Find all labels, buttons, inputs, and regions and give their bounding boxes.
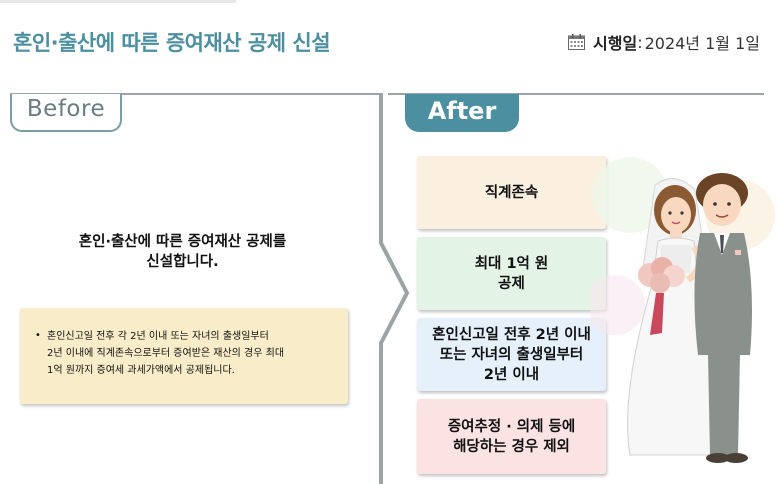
effective-date: 시행일 : 2024년 1월 1일 bbox=[568, 30, 760, 54]
header-divider-left bbox=[10, 93, 380, 95]
before-tab-label: Before bbox=[26, 96, 106, 122]
card-line: 혼인신고일 전후 2년 이내 bbox=[432, 326, 591, 343]
card-line: 해당하는 경우 제외 bbox=[453, 438, 570, 455]
card-line: 공제 bbox=[498, 275, 525, 292]
after-card-amount: 최대 1억 원 공제 bbox=[417, 237, 606, 310]
header-divider-right bbox=[388, 93, 764, 95]
date-value: 2024년 1월 1일 bbox=[644, 34, 760, 53]
arrow-divider bbox=[379, 93, 410, 484]
after-card-period: 혼인신고일 전후 2년 이내 또는 자녀의 출생일부터 2년 이내 bbox=[417, 318, 606, 391]
card-line: 또는 자녀의 출생일부터 bbox=[439, 346, 584, 363]
card-line: 2년 이내 bbox=[483, 366, 540, 383]
before-main-line: 혼인·출산에 따른 증여재산 공제를 bbox=[78, 234, 287, 250]
note-line: 1억 원까지 증여세 과세가액에서 공제됩니다. bbox=[47, 365, 235, 376]
date-separator: : bbox=[637, 32, 643, 52]
after-card-relation: 직계존속 bbox=[417, 156, 606, 229]
before-main-line: 신설합니다. bbox=[146, 254, 219, 270]
calendar-icon bbox=[568, 34, 586, 50]
note-text: 혼인신고일 전후 각 2년 이내 또는 자녀의 출생일부터 2년 이내에 직계존… bbox=[47, 328, 347, 379]
note-line: 혼인신고일 전후 각 2년 이내 또는 자녀의 출생일부터 bbox=[47, 331, 269, 342]
note-bullet: • bbox=[35, 330, 41, 341]
before-tab: Before bbox=[10, 94, 122, 132]
before-main-text: 혼인·출산에 따른 증여재산 공제를 신설합니다. bbox=[30, 232, 335, 272]
after-card-exclusion: 증여추정 · 의제 등에 해당하는 경우 제외 bbox=[417, 399, 606, 474]
page-title: 혼인·출산에 따른 증여재산 공제 신설 bbox=[13, 31, 331, 55]
card-line: 최대 1억 원 bbox=[474, 255, 549, 272]
card-line: 직계존속 bbox=[484, 184, 539, 201]
before-note-box: • 혼인신고일 전후 각 2년 이내 또는 자녀의 출생일부터 2년 이내에 직… bbox=[20, 308, 348, 404]
after-tab-label: After bbox=[427, 97, 497, 125]
top-strip bbox=[0, 0, 236, 3]
card-line: 증여추정 · 의제 등에 bbox=[447, 418, 576, 435]
date-label: 시행일 bbox=[593, 34, 638, 53]
bride-and-groom-illustration bbox=[590, 157, 775, 463]
after-tab: After bbox=[405, 94, 519, 132]
note-line: 2년 이내에 직계존속으로부터 증여받은 재산의 경우 최대 bbox=[47, 348, 285, 359]
